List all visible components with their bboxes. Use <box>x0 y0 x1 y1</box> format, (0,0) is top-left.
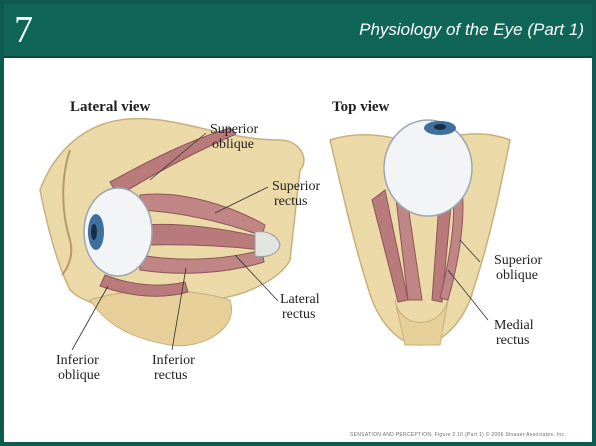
lateral-superior-rectus-label: Superior rectus <box>272 179 320 209</box>
lateral-lower-bone <box>90 291 232 346</box>
top-medial-rectus-label: Medial rectus <box>494 318 534 348</box>
lateral-inferior-oblique-label: Inferior oblique <box>56 353 100 383</box>
lateral-inferior-rectus-label: Inferior rectus <box>152 353 195 383</box>
top-view-illustration <box>330 120 510 345</box>
top-view-heading: Top view <box>332 100 389 115</box>
lateral-view-heading: Lateral view <box>70 100 150 115</box>
top-superior-oblique-label: Superior oblique <box>494 253 542 283</box>
figure-credit: SENSATION AND PERCEPTION, Figure 2.10 (P… <box>350 432 566 438</box>
lateral-view-illustration <box>40 119 304 350</box>
lateral-superior-oblique-label: Superior oblique <box>210 122 258 152</box>
top-eyeball <box>384 120 472 216</box>
lateral-lateral-rectus-label: Lateral rectus <box>280 292 320 322</box>
